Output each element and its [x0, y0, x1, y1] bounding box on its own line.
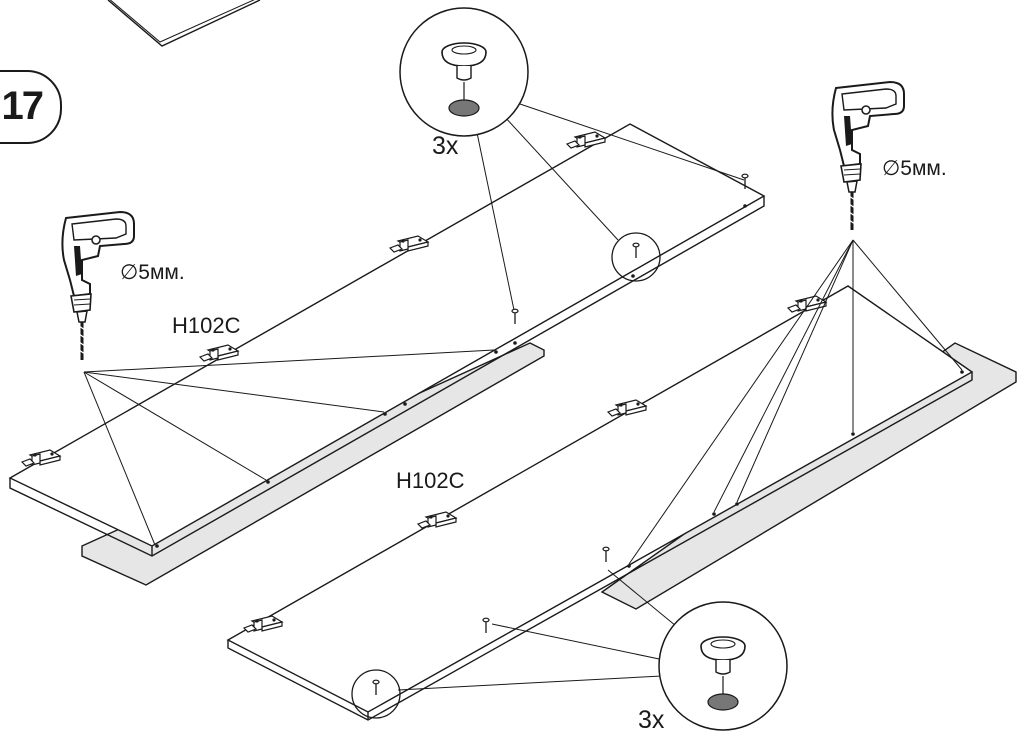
drill-icon — [60, 210, 136, 362]
step-number: 17 — [1, 84, 44, 128]
step-number-badge: 17 — [0, 70, 62, 144]
panel-fragment — [107, 0, 261, 47]
drill-icon — [830, 80, 906, 232]
hinge-code-label: H102C — [172, 313, 241, 338]
hinge-code-label: H102C — [396, 468, 465, 493]
drill-diameter-label: ∅5мм. — [120, 261, 185, 284]
drill-diameter-label: ∅5мм. — [882, 157, 947, 180]
quantity-label: 3x — [638, 706, 665, 734]
quantity-label: 3x — [432, 132, 459, 160]
detail-callout-small — [351, 669, 401, 719]
left-assembly — [8, 7, 766, 586]
detail-callout-small — [611, 232, 661, 282]
right-assembly — [226, 80, 1017, 731]
